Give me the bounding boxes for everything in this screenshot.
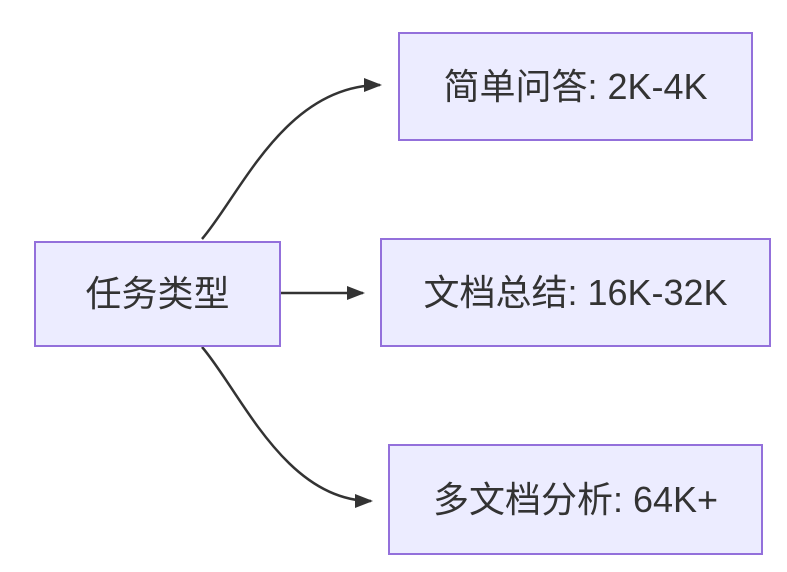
node-multi-doc-analysis-label: 多文档分析: 64K+ [432, 478, 719, 520]
node-doc-summary: 文档总结: 16K-32K [380, 238, 771, 347]
edge-root-to-qa [201, 78, 382, 240]
node-task-type-label: 任务类型 [85, 273, 230, 314]
node-doc-summary-label: 文档总结: 16K-32K [423, 271, 728, 313]
edge-root-to-multi [201, 346, 373, 508]
node-task-type: 任务类型 [34, 241, 281, 347]
node-multi-doc-analysis: 多文档分析: 64K+ [388, 444, 763, 555]
node-simple-qa: 简单问答: 2K-4K [398, 32, 753, 141]
node-simple-qa-label: 简单问答: 2K-4K [443, 65, 708, 107]
